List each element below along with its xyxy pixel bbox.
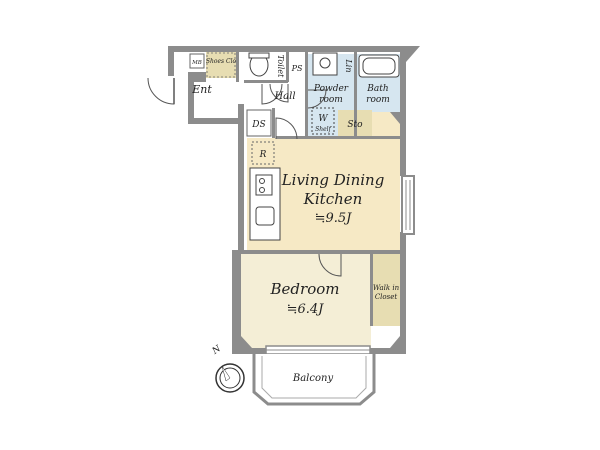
entrance-left-wall bbox=[188, 72, 194, 124]
compass-icon bbox=[215, 363, 245, 393]
ldk-floor bbox=[247, 112, 400, 250]
walk-in-closet-label-line2: Closet bbox=[375, 293, 398, 301]
shelf-label: Shelf bbox=[315, 126, 332, 133]
toilet-door bbox=[269, 83, 289, 103]
refrigerator-space bbox=[251, 141, 275, 165]
ldk-label-line1: Living Dining bbox=[281, 171, 385, 189]
ps-wall-left bbox=[286, 52, 289, 82]
walk-in-closet-floor bbox=[373, 254, 400, 326]
bath-room-label-line1: Bath bbox=[366, 84, 388, 94]
corner-post-ne bbox=[390, 112, 400, 124]
toilet-label: Toilet bbox=[276, 55, 285, 78]
hall-label: Hall bbox=[273, 91, 295, 102]
powder-left-wall bbox=[305, 52, 308, 138]
toilet-wall bbox=[236, 52, 239, 82]
entrance-label: Ent bbox=[191, 83, 212, 96]
hall-left-wall bbox=[238, 104, 244, 254]
ldk-top-wall bbox=[276, 136, 400, 139]
entrance-door bbox=[147, 77, 175, 105]
room-labels: Living Dining Kitchen ≒9.5J Bedroom ≒6.4… bbox=[191, 55, 399, 384]
ldk-label-line2: Kitchen bbox=[303, 190, 363, 208]
meter-box bbox=[189, 53, 205, 69]
balcony-outline bbox=[252, 354, 376, 406]
ps-label: PS bbox=[291, 64, 303, 73]
sink-icon bbox=[255, 206, 275, 226]
bedroom-label: Bedroom bbox=[270, 280, 340, 298]
ds-right-wall bbox=[272, 108, 275, 138]
toilet-tank-icon bbox=[248, 52, 270, 59]
bottom-wall-left bbox=[232, 348, 266, 354]
right-wall-upper bbox=[400, 46, 406, 176]
hall-bottom-wall bbox=[244, 80, 288, 83]
refrigerator-label: R bbox=[259, 150, 267, 160]
powder-room-label-line1: Powder bbox=[313, 84, 349, 94]
closet-wall bbox=[370, 254, 373, 326]
right-wall-corner bbox=[400, 46, 420, 62]
wet-area-divider bbox=[354, 52, 357, 136]
left-wall-entrance bbox=[168, 46, 174, 76]
bay-window bbox=[401, 175, 415, 235]
mb-label: MB bbox=[191, 60, 202, 66]
lin-label: Lin bbox=[344, 58, 353, 72]
ds-box bbox=[246, 109, 272, 137]
hall-door bbox=[261, 83, 283, 105]
bedroom-left-wall bbox=[232, 250, 241, 354]
ldk-door bbox=[275, 117, 298, 140]
left-wall-storage bbox=[188, 72, 206, 82]
compass-north-label: N bbox=[210, 343, 224, 357]
ds-label: DS bbox=[251, 120, 265, 130]
right-wall-lower bbox=[400, 232, 406, 354]
balcony-label: Balcony bbox=[292, 373, 334, 384]
storage-label: Sto bbox=[347, 120, 363, 130]
washer-area-floor bbox=[308, 110, 338, 138]
corner-post-se bbox=[390, 336, 400, 348]
entrance-bottom-wall bbox=[188, 118, 238, 124]
powder-room-label-line2: room bbox=[319, 95, 343, 105]
shoes-closet-label: Shoes Clo bbox=[206, 58, 237, 65]
bottom-wall-right bbox=[370, 348, 406, 354]
ldk-bedroom-wall bbox=[241, 250, 401, 254]
corner-post-sw bbox=[241, 336, 252, 348]
bedroom-area: ≒6.4J bbox=[287, 302, 325, 317]
bedroom-floor bbox=[241, 254, 371, 350]
walk-in-closet-label-line1: Walk in bbox=[373, 284, 400, 292]
laundry-label: W bbox=[318, 114, 328, 124]
top-wall bbox=[168, 46, 406, 52]
ldk-area: ≒9.5J bbox=[315, 211, 353, 226]
bathtub-icon bbox=[358, 54, 400, 78]
bath-room-label-line2: room bbox=[366, 95, 390, 105]
washbasin-icon bbox=[312, 52, 338, 76]
kitchen-counter bbox=[249, 167, 281, 241]
powder-door bbox=[307, 89, 327, 109]
shoes-closet-floor bbox=[206, 52, 236, 78]
bedroom-door bbox=[318, 253, 342, 277]
